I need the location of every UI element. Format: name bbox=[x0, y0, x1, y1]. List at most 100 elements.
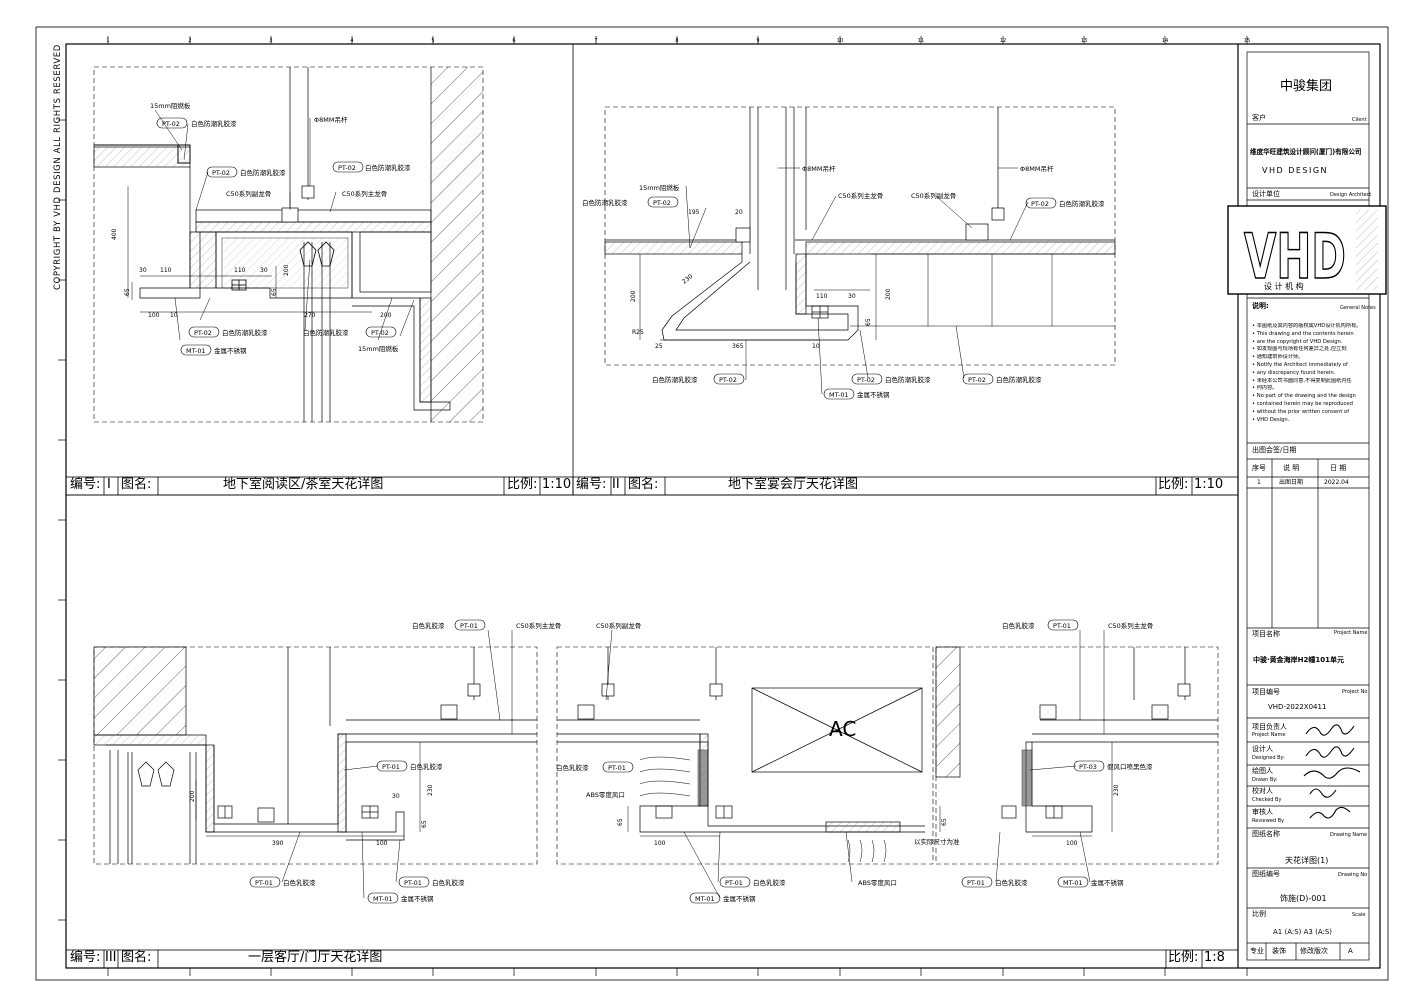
detail-i-label: 金属不锈钢 bbox=[214, 346, 247, 355]
signature bbox=[1303, 724, 1361, 819]
svg-text:200: 200 bbox=[885, 288, 892, 300]
svg-text:390: 390 bbox=[272, 840, 284, 847]
svg-text:6: 6 bbox=[512, 38, 515, 44]
tag-pt01: PT-01 bbox=[398, 876, 430, 888]
svg-text:PT-01: PT-01 bbox=[725, 879, 743, 887]
detail-iii-number-label: 编号: bbox=[70, 950, 101, 965]
footer-revision: A bbox=[1348, 947, 1353, 955]
detail-iii-scale-label: 比例: bbox=[1168, 950, 1199, 965]
tag-pt01: PT-01 bbox=[249, 876, 281, 888]
project-name-label-en: Project Name bbox=[1334, 630, 1368, 636]
tag-pt03: PT-03 bbox=[1073, 760, 1105, 772]
detail-ii-title: 地下室宴会厅天花详图 bbox=[728, 477, 859, 492]
svg-text:20: 20 bbox=[735, 209, 743, 216]
svg-text:PT-02: PT-02 bbox=[719, 376, 737, 384]
note-line: • 如发现图与现场有任何差异之处,应立刻 bbox=[1252, 346, 1347, 353]
svg-text:4: 4 bbox=[350, 38, 353, 44]
svg-text:400: 400 bbox=[111, 228, 118, 240]
svg-text:110: 110 bbox=[816, 293, 828, 300]
svg-text:65: 65 bbox=[271, 288, 278, 296]
svg-text:65: 65 bbox=[865, 318, 872, 326]
note-line: • 通知建筑师设计师。 bbox=[1252, 354, 1304, 361]
detail-i-label: C50系列副龙骨 bbox=[226, 189, 271, 198]
detail-iii-label: 金属不锈钢 bbox=[1091, 878, 1124, 887]
drawing-name: 天花详图(1) bbox=[1285, 856, 1329, 865]
detail-i-label: C50系列主龙骨 bbox=[342, 189, 387, 198]
detail-i-dims: 400 30 110 110 30 200 65 65 100 10 270 2… bbox=[111, 228, 392, 319]
svg-text:25: 25 bbox=[655, 343, 663, 350]
svg-text:11: 11 bbox=[918, 38, 924, 44]
svg-text:230: 230 bbox=[427, 784, 434, 796]
detail-ii-number-label: 编号: bbox=[576, 477, 607, 492]
grid-ticks bbox=[58, 36, 1248, 976]
issue-header-date: 日 期 bbox=[1330, 464, 1347, 472]
note-line: • any discrepancy found herein. bbox=[1252, 369, 1336, 376]
detail-i-label: 白色防潮乳胶漆 bbox=[191, 119, 237, 128]
project-no: VHD-2022X0411 bbox=[1268, 703, 1327, 711]
svg-text:9: 9 bbox=[756, 38, 759, 44]
svg-text:65: 65 bbox=[124, 288, 131, 296]
project-name: 中骏·黄金海岸H2幢101单元 bbox=[1253, 656, 1344, 664]
drawing-no: 饰施(D)-001 bbox=[1280, 894, 1327, 903]
detail-i-label: 白色防潮乳胶漆 bbox=[222, 328, 268, 337]
footer-discipline: 装饰 bbox=[1272, 947, 1286, 955]
svg-text:PT-02: PT-02 bbox=[968, 376, 986, 384]
detail-i-drawing bbox=[93, 66, 484, 423]
client-label-en: Client bbox=[1352, 117, 1367, 123]
detail-i-annotations: 15mm阻燃板 PT-02 白色防潮乳胶漆 PT-02 白色防潮乳胶漆 Φ8MM… bbox=[111, 101, 411, 356]
design-firm: 维度华旺建筑设计顾问(厦门)有限公司 bbox=[1250, 148, 1362, 156]
svg-text:MT-01: MT-01 bbox=[373, 895, 393, 903]
sheet-frame bbox=[35, 26, 1389, 981]
detail-iii-dims: 200 30 230 65 390 100 65 100 65 230 100 bbox=[189, 784, 1120, 847]
tag-mt01: MT-01 bbox=[180, 344, 212, 356]
footer-discipline-label: 专业 bbox=[1250, 947, 1264, 955]
svg-text:PT-01: PT-01 bbox=[255, 879, 273, 887]
tag-pt02: PT-02 bbox=[156, 117, 188, 129]
drawing-no-label-en: Drawing No bbox=[1338, 872, 1368, 878]
tag-pt01: PT-01 bbox=[719, 876, 751, 888]
svg-text:14: 14 bbox=[1162, 38, 1168, 44]
svg-text:MT-01: MT-01 bbox=[829, 391, 849, 399]
design-firm-en: VHD DESIGN bbox=[1262, 166, 1329, 175]
note-line: • without the prior written consent of bbox=[1252, 408, 1350, 415]
detail-ii-label: 15mm阻燃板 bbox=[639, 183, 680, 192]
svg-text:5: 5 bbox=[431, 38, 434, 44]
detail-iii-label: ABS零度风口 bbox=[858, 878, 897, 887]
detail-ii-label: Φ8MM吊杆 bbox=[802, 164, 836, 173]
tag-pt01: PT-01 bbox=[961, 876, 993, 888]
issue-header-desc: 说 明 bbox=[1283, 464, 1300, 472]
note-line: • 未经本公司书面同意,不得复制此图纸内任 bbox=[1252, 377, 1352, 384]
detail-ii-scale: 1:10 bbox=[1194, 477, 1224, 492]
detail-iii-label: 白色乳胶漆 bbox=[432, 878, 465, 887]
issue-row-no: 1 bbox=[1257, 479, 1261, 486]
svg-text:10: 10 bbox=[837, 38, 843, 44]
svg-text:3: 3 bbox=[269, 38, 272, 44]
issue-row-desc: 出图日期 bbox=[1279, 479, 1304, 486]
detail-iii-name-label: 图名: bbox=[121, 950, 152, 965]
detail-i-number-label: 编号: bbox=[70, 477, 101, 492]
role-checker: 校对人 bbox=[1252, 787, 1273, 795]
detail-i-scale: 1:10 bbox=[542, 477, 572, 492]
ac-unit-label: AC bbox=[829, 717, 856, 741]
svg-text:PT-01: PT-01 bbox=[1053, 622, 1071, 630]
copyright-notice: COPYRIGHT BY VHD DESIGN ALL RIGHTS RESER… bbox=[53, 44, 63, 290]
detail-ii-label: C50系列副龙骨 bbox=[911, 191, 956, 200]
issue-label: 出图会签/日期 bbox=[1252, 446, 1297, 454]
detail-ii-number: II bbox=[612, 477, 620, 492]
detail-i-label: 白色防潮乳胶漆 bbox=[240, 168, 286, 177]
detail-ii-label: 白色防潮乳胶漆 bbox=[582, 198, 628, 207]
detail-iii-label: 以实际尺寸为准 bbox=[914, 837, 960, 846]
detail-iii-title: 一层客厅/门厅天花详图 bbox=[248, 950, 383, 965]
svg-text:230: 230 bbox=[1113, 784, 1120, 796]
note-line: • 本图纸及其内容的版权属VHD设计机构所有。 bbox=[1252, 323, 1362, 329]
general-notes: • 本图纸及其内容的版权属VHD设计机构所有。 • This drawing a… bbox=[1252, 323, 1368, 424]
svg-text:MT-01: MT-01 bbox=[1063, 879, 1083, 887]
svg-text:110: 110 bbox=[234, 267, 246, 274]
svg-text:PT-01: PT-01 bbox=[460, 622, 478, 630]
tag-pt02: PT-02 bbox=[332, 161, 364, 173]
detail-iii-label: 白色乳胶漆 bbox=[410, 762, 443, 771]
project-no-label: 项目编号 bbox=[1252, 688, 1280, 696]
svg-text:365: 365 bbox=[732, 343, 744, 350]
svg-text:100: 100 bbox=[376, 840, 388, 847]
